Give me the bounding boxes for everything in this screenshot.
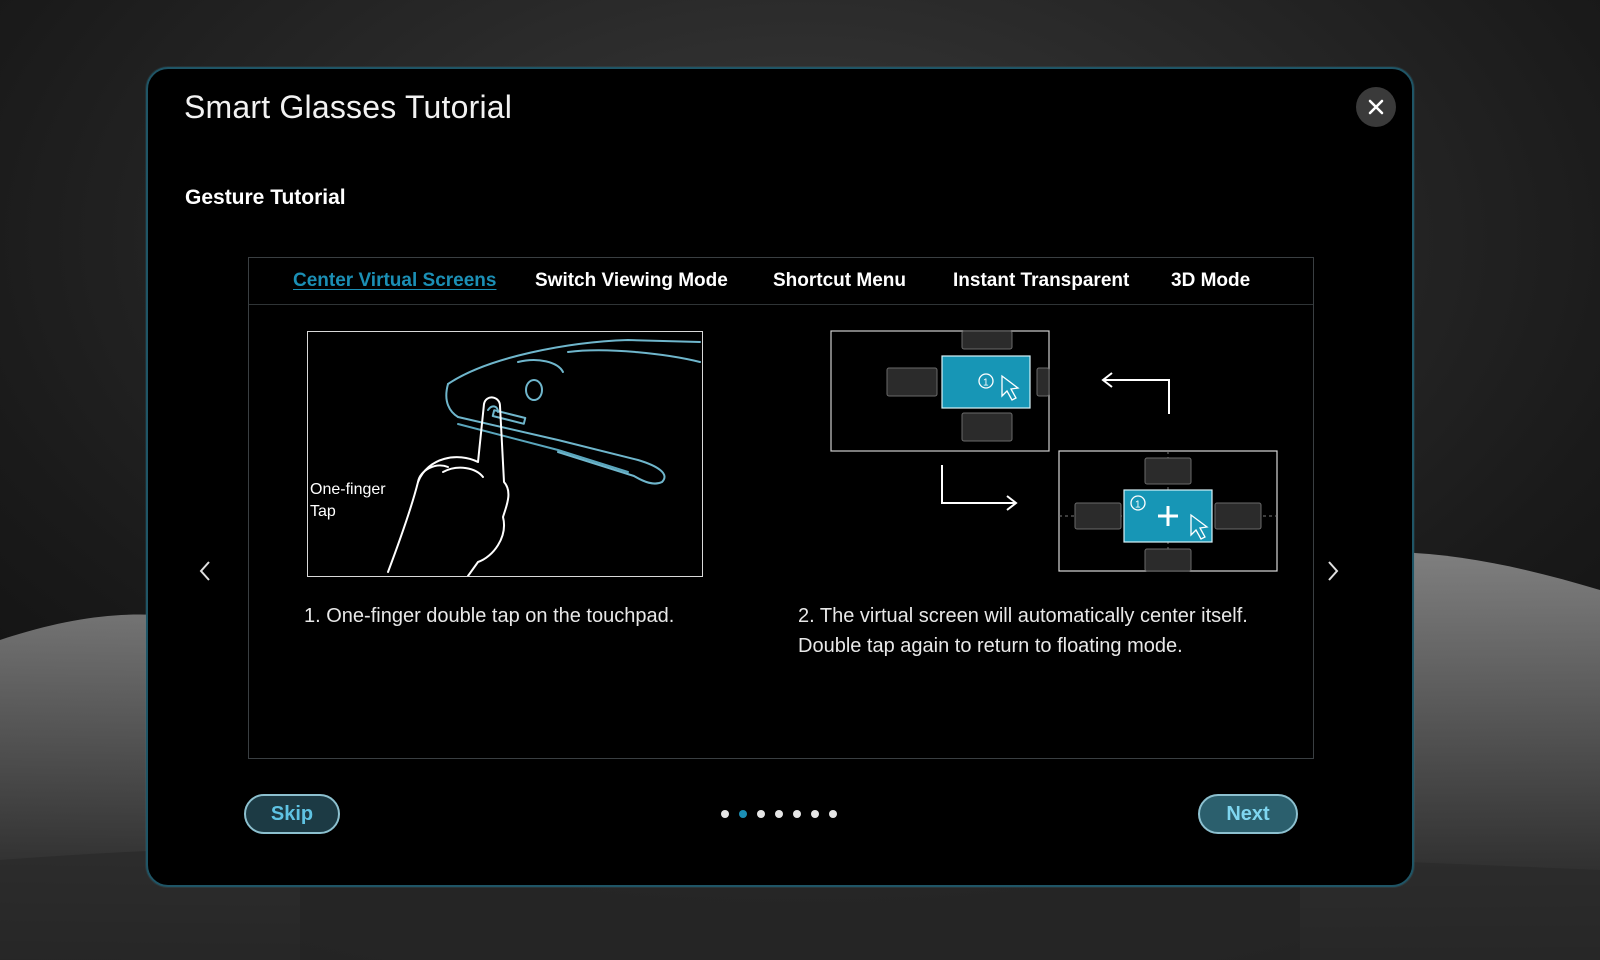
page-indicator — [721, 810, 837, 818]
gesture-caption-line1: One-finger — [310, 481, 386, 498]
step-2-text: 2. The virtual screen will automatically… — [798, 605, 1248, 657]
screen-marker-1: 1 — [983, 378, 989, 389]
step-1-text: 1. One-finger double tap on the touchpad… — [304, 605, 675, 627]
previous-arrow-button[interactable] — [190, 551, 220, 591]
active-virtual-screen — [941, 355, 1031, 409]
close-button[interactable] — [1356, 87, 1396, 127]
tab-3d-mode[interactable]: 3D Mode — [1171, 270, 1251, 291]
tutorial-panel: Center Virtual Screens Switch Viewing Mo… — [248, 257, 1314, 759]
gesture-caption-line2: Tap — [310, 503, 336, 520]
glasses-tap-drawing: One-finger Tap — [310, 339, 701, 577]
skip-button[interactable]: Skip — [244, 794, 340, 834]
page-dot-6[interactable] — [811, 810, 819, 818]
dialog-title: Smart Glasses Tutorial — [184, 89, 513, 125]
tab-instant-transparent[interactable]: Instant Transparent — [953, 270, 1130, 291]
plus-icon — [1158, 506, 1178, 526]
page-dot-2[interactable] — [739, 810, 747, 818]
tab-shortcut-menu[interactable]: Shortcut Menu — [773, 270, 906, 291]
cursor-icon-centered — [1190, 513, 1209, 540]
arrow-left-icon — [1104, 379, 1170, 414]
cursor-icon — [1001, 374, 1020, 401]
next-arrow-button[interactable] — [1318, 551, 1348, 591]
page-dot-5[interactable] — [793, 810, 801, 818]
close-icon — [1368, 99, 1384, 115]
chevron-right-icon — [1328, 561, 1339, 581]
virtual-screen-illustration: 1 1 — [819, 328, 1279, 578]
page-dot-7[interactable] — [829, 810, 837, 818]
arrow-right-icon — [941, 465, 1015, 504]
page-dot-3[interactable] — [757, 810, 765, 818]
tab-bar: Center Virtual Screens Switch Viewing Mo… — [249, 258, 1313, 305]
screen-marker-1-centered: 1 — [1135, 500, 1141, 511]
tab-switch-viewing-mode[interactable]: Switch Viewing Mode — [535, 270, 728, 291]
page-dot-4[interactable] — [775, 810, 783, 818]
chevron-left-icon — [199, 561, 210, 581]
tutorial-dialog: Smart Glasses Tutorial Gesture Tutorial … — [146, 67, 1414, 887]
section-title: Gesture Tutorial — [185, 186, 346, 209]
tab-center-virtual-screens[interactable]: Center Virtual Screens — [293, 270, 497, 291]
page-dot-1[interactable] — [721, 810, 729, 818]
next-button[interactable]: Next — [1198, 794, 1298, 834]
touchpad-illustration: One-finger Tap — [307, 331, 703, 577]
